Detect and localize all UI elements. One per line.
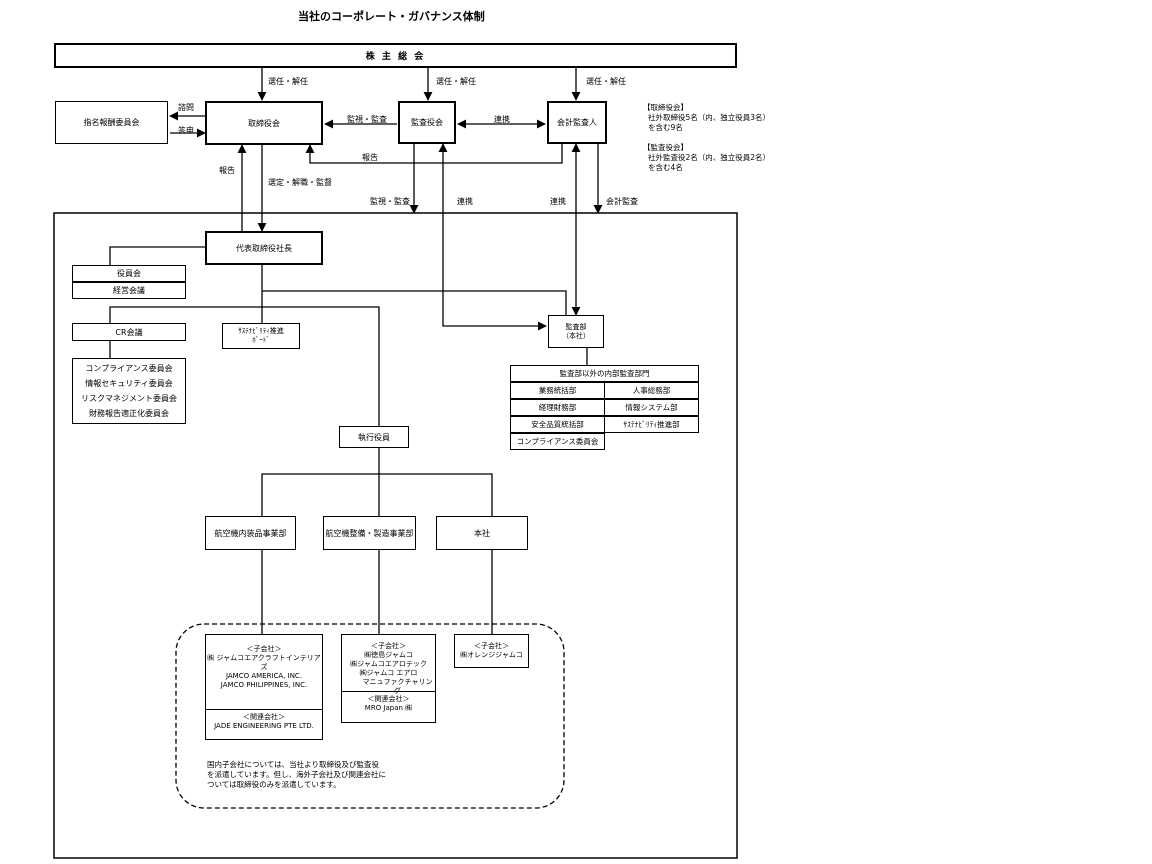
elect-dismiss-label-audit: 選任・解任 — [436, 77, 476, 86]
internal-audit-cell: 業務統括部 — [510, 382, 605, 399]
committee-item: 財務報告適正化委員会 — [89, 409, 169, 418]
cooperation-label-low-1: 連携 — [457, 197, 473, 206]
company-frame — [53, 212, 738, 859]
executive-officers-box: 執行役員 — [339, 426, 409, 448]
select-dismiss-supervise-label: 選定・解職・監督 — [268, 178, 332, 187]
nomination-compensation-committee-box: 指名報酬委員会 — [55, 101, 168, 144]
officers-meeting-box: 役員会 — [72, 265, 186, 282]
subsidiaries-box-1: ＜子会社＞ ㈱ ジャムコエアクラフトインテリア ズ JAMCO AMERICA,… — [205, 634, 323, 740]
subsidiaries-box-3: ＜子会社＞ ㈱オレンジジャムコ — [454, 634, 529, 668]
page-title: 当社のコーポレート・ガバナンス体制 — [298, 10, 485, 23]
audit-board-composition-note: 【監査役会】 社外監査役2名（内、独立役員2名） を含む4名 — [643, 143, 771, 172]
audit-board-box: 監査役会 — [398, 101, 456, 144]
consult-label: 諮問 — [178, 103, 194, 112]
accounting-auditor-box: 会計監査人 — [547, 101, 607, 144]
divider — [206, 709, 322, 710]
cr-meeting-box: CR会議 — [72, 323, 186, 341]
board-composition-note: 【取締役会】 社外取締役5名（内、独立役員3名） を含む9名 — [643, 103, 771, 132]
internal-audit-cell: 人事総務部 — [604, 382, 699, 399]
cooperation-label-low-2: 連携 — [550, 197, 566, 206]
footnote: 国内子会社については、当社より取締役及び監査役 を派遣しています。但し、海外子会… — [207, 760, 387, 789]
report-label-mid: 報告 — [362, 153, 378, 162]
internal-audit-cell: 安全品質統括部 — [510, 416, 605, 433]
accounting-audit-label: 会計監査 — [606, 197, 638, 206]
sustainability-board-box: ｻｽﾃﾅﾋﾞﾘﾃｨ推進 ﾎﾞｰﾄﾞ — [222, 323, 300, 349]
head-office-box: 本社 — [436, 516, 528, 550]
internal-audit-cell: ｻｽﾃﾅﾋﾞﾘﾃｨ推進部 — [604, 416, 699, 433]
shareholders-meeting-box: 株 主 総 会 — [54, 43, 737, 68]
cooperation-label-top: 連携 — [494, 115, 510, 124]
supervise-audit-label-top: 監視・監査 — [347, 115, 387, 124]
subsidiaries-box-2: ＜子会社＞ ㈱徳島ジャムコ ㈱ジャムコエアロテック ㈱ジャムコ エアロ マニュフ… — [341, 634, 436, 723]
elect-dismiss-label-board: 選任・解任 — [268, 77, 308, 86]
internal-audit-cell: 情報システム部 — [604, 399, 699, 416]
committees-box: コンプライアンス委員会 情報セキュリティ委員会 リスクマネジメント委員会 財務報… — [72, 358, 186, 424]
internal-audit-cell: コンプライアンス委員会 — [510, 433, 605, 450]
supervise-audit-label-low: 監視・監査 — [370, 197, 410, 206]
answer-label: 答申 — [178, 126, 194, 135]
report-label-left: 報告 — [219, 166, 235, 175]
management-meeting-box: 経営会議 — [72, 282, 186, 299]
audit-department-box: 監査部 （本社） — [548, 315, 604, 348]
board-of-directors-box: 取締役会 — [205, 101, 323, 145]
committee-item: リスクマネジメント委員会 — [81, 394, 177, 403]
aircraft-maintenance-division-box: 航空機整備・製造事業部 — [323, 516, 416, 550]
aircraft-interiors-division-box: 航空機内装品事業部 — [205, 516, 296, 550]
president-box: 代表取締役社長 — [205, 231, 323, 265]
internal-audit-header: 監査部以外の内部監査部門 — [510, 365, 699, 382]
committee-item: コンプライアンス委員会 — [85, 364, 173, 373]
group-companies-region — [175, 623, 565, 809]
divider — [342, 691, 435, 692]
internal-audit-cell: 経理財務部 — [510, 399, 605, 416]
committee-item: 情報セキュリティ委員会 — [85, 379, 173, 388]
elect-dismiss-label-accounting: 選任・解任 — [586, 77, 626, 86]
